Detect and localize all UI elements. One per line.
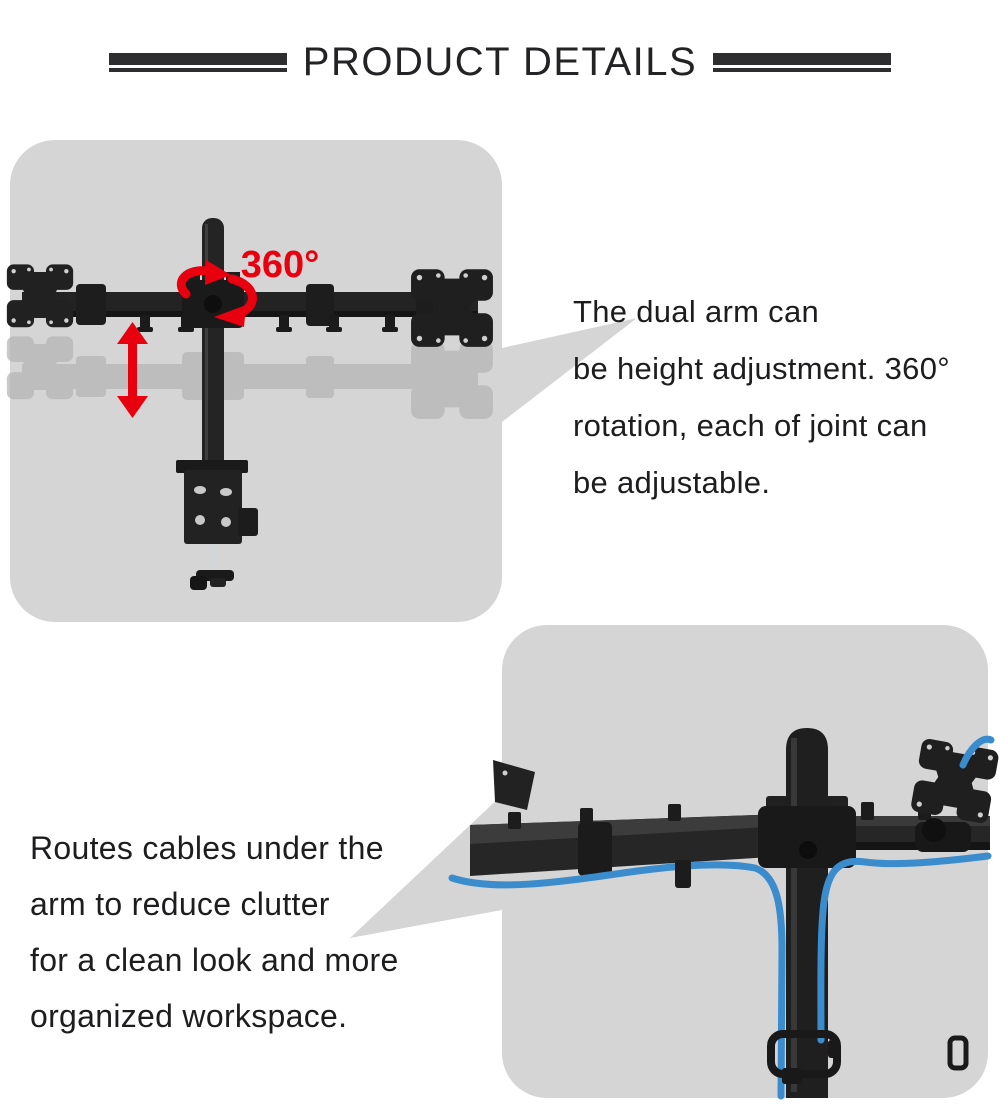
caption-line: Routes cables under the xyxy=(30,829,384,866)
height-adjustment-arrow-icon xyxy=(117,322,148,418)
vesa-plate-right xyxy=(909,737,1000,852)
header-rule-right xyxy=(713,52,892,72)
speech-pointer-top xyxy=(502,318,637,422)
page-title: PRODUCT DETAILS xyxy=(302,40,698,84)
cable-hook xyxy=(675,860,691,888)
header-rule-left-thin xyxy=(108,67,287,72)
cable-left xyxy=(448,861,786,1100)
caption-line: for a clean look and more xyxy=(30,941,399,978)
cable-right xyxy=(817,852,992,1044)
cable-icon xyxy=(448,735,995,1100)
desk-clamp xyxy=(176,460,258,590)
rotation-badge: 360° xyxy=(241,244,320,286)
cable-routing-illustration xyxy=(330,610,1000,1105)
caption-line: be height adjustment. 360° xyxy=(573,350,950,386)
header-rule-right-thick xyxy=(713,52,892,65)
speech-pointer-bottom xyxy=(350,795,502,938)
header: PRODUCT DETAILS xyxy=(0,38,1000,86)
left-bracket xyxy=(493,760,535,810)
photo-panel-bottom xyxy=(502,625,988,1098)
header-rule-left xyxy=(108,52,287,72)
pole xyxy=(202,218,224,480)
header-rule-right-thin xyxy=(713,67,892,72)
rotation-illustration: 360° xyxy=(0,130,660,630)
caption-line: be adjustable. xyxy=(573,464,771,500)
rotation-caption: The dual arm can be height adjustment. 3… xyxy=(573,283,950,511)
cable-loop xyxy=(959,735,995,769)
caption-line: rotation, each of joint can xyxy=(573,407,928,443)
rotation-arrows-icon xyxy=(176,260,257,327)
cable-caption: Routes cables under the arm to reduce cl… xyxy=(30,820,399,1044)
caption-line: organized workspace. xyxy=(30,997,348,1034)
left-arm xyxy=(470,814,786,876)
caption-line: The dual arm can xyxy=(573,293,820,329)
header-rule-left-thick xyxy=(108,52,287,65)
centre-joint xyxy=(758,796,856,868)
caption-line: arm to reduce clutter xyxy=(30,885,330,922)
cable-clip xyxy=(767,1030,969,1084)
